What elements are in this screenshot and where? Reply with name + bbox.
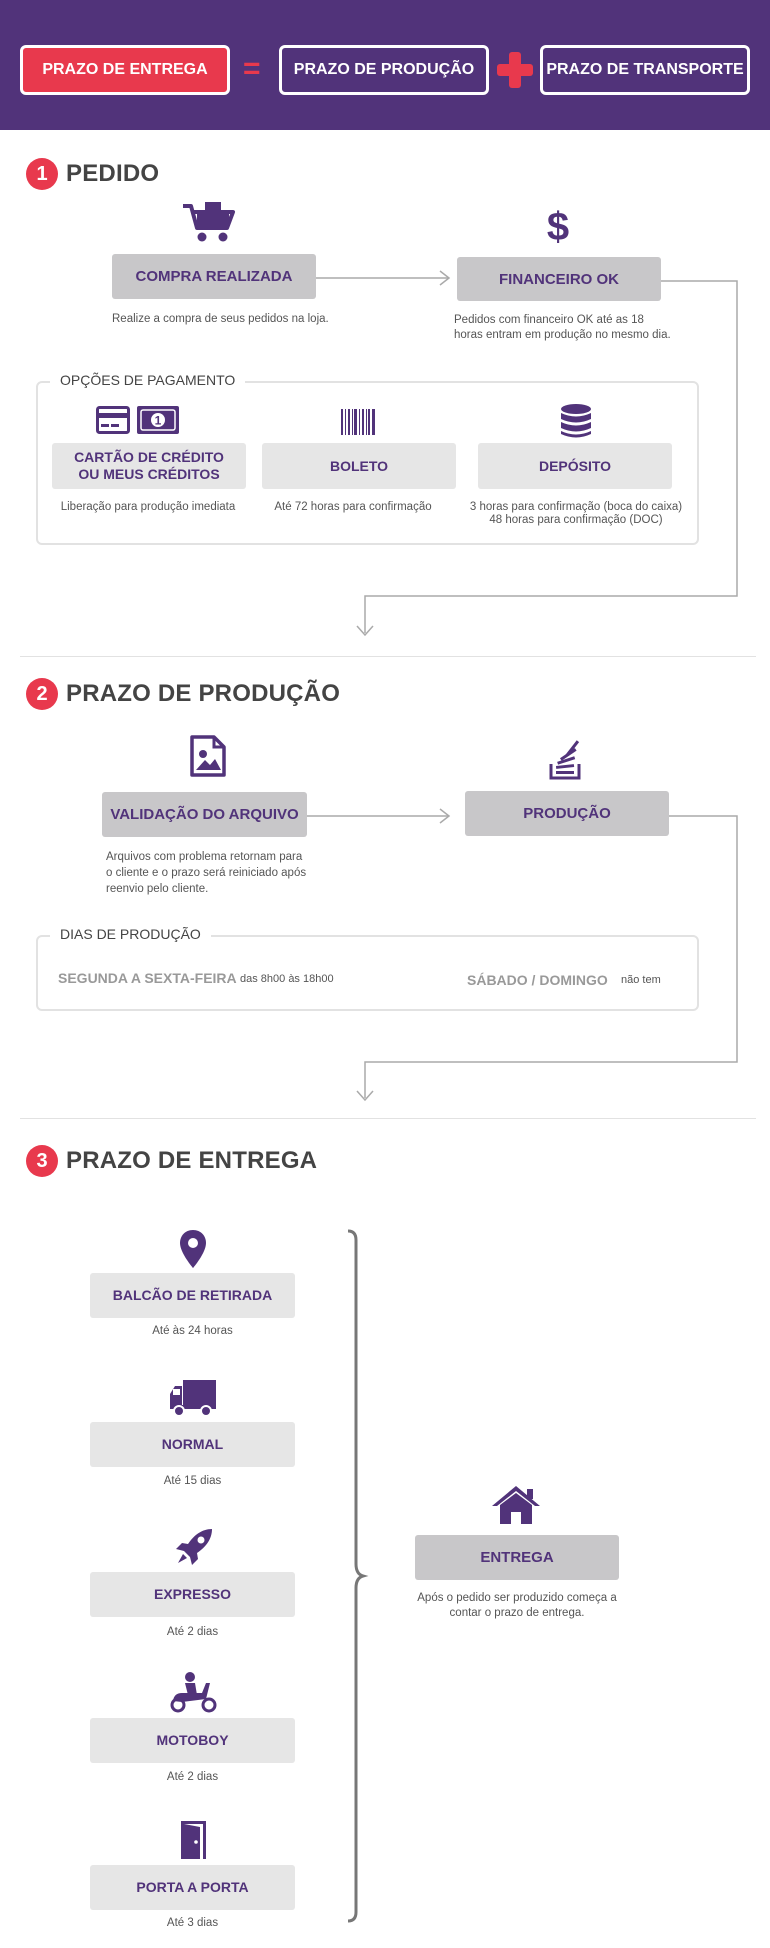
validacao-arquivo-desc: Arquivos com problema retornam para o cl…	[106, 851, 307, 895]
plus-icon	[496, 51, 534, 89]
production-days-panel: DIAS DE PRODUÇÃO	[36, 926, 699, 1011]
option-porta-a-porta: PORTA A PORTA	[90, 1865, 295, 1910]
svg-text:$: $	[547, 206, 569, 246]
grouping-brace	[347, 1229, 369, 1923]
compra-realizada-box: COMPRA REALIZADA	[112, 254, 316, 299]
barcode-icon	[341, 409, 375, 435]
door-icon	[180, 1820, 208, 1860]
section-1-number: 1	[26, 158, 58, 190]
header-prazo-entrega: PRAZO DE ENTREGA	[20, 45, 230, 95]
cash-icon: 1	[137, 406, 179, 434]
section-2-connectors	[307, 808, 738, 1102]
image-file-icon	[190, 735, 226, 777]
deposito-desc-1: 3 horas para confirmação (boca do caixa)	[469, 501, 683, 513]
cartao-credito-line2: OU MEUS CRÉDITOS	[78, 466, 220, 482]
truck-icon	[169, 1378, 217, 1418]
payment-options-panel: OPÇÕES DE PAGAMENTO	[36, 372, 699, 545]
header-prazo-producao: PRAZO DE PRODUÇÃO	[279, 45, 489, 95]
validacao-arquivo-box: VALIDAÇÃO DO ARQUIVO	[102, 792, 307, 837]
production-days-title: DIAS DE PRODUÇÃO	[50, 926, 211, 942]
scooter-icon	[168, 1671, 218, 1713]
compra-realizada-desc: Realize a compra de seus pedidos na loja…	[112, 313, 329, 325]
entrega-desc: Após o pedido ser produzido começa a con…	[417, 1592, 617, 1619]
cartao-credito-desc: Liberação para produção imediata	[60, 501, 236, 513]
coins-icon	[560, 403, 592, 439]
option-motoboy: MOTOBOY	[90, 1718, 295, 1763]
payment-options-title: OPÇÕES DE PAGAMENTO	[50, 372, 246, 388]
option-normal: NORMAL	[90, 1422, 295, 1467]
house-icon	[491, 1484, 541, 1526]
cartao-credito-box: CARTÃO DE CRÉDITO OU MEUS CRÉDITOS	[52, 443, 246, 489]
option-motoboy-time: Até 2 dias	[166, 1771, 219, 1783]
svg-text:1: 1	[155, 414, 162, 428]
weekend-label: SÁBADO / DOMINGO	[467, 972, 608, 988]
producao-box: PRODUÇÃO	[465, 791, 669, 836]
option-balcao-retirada: BALCÃO DE RETIRADA	[90, 1273, 295, 1318]
option-expresso-time: Até 2 dias	[166, 1626, 219, 1638]
equals-sign: =	[243, 52, 261, 85]
divider-2	[20, 1118, 756, 1119]
cart-icon	[181, 200, 237, 244]
deposito-box: DEPÓSITO	[478, 443, 672, 489]
entrega-box: ENTREGA	[415, 1535, 619, 1580]
weekend-hours: não tem	[621, 974, 661, 986]
section-2-number: 2	[26, 678, 58, 710]
map-pin-icon	[179, 1229, 207, 1269]
section-2-title: PRAZO DE PRODUÇÃO	[66, 680, 341, 707]
weekdays-label: SEGUNDA A SEXTA-FEIRA	[58, 970, 237, 986]
stack-icon	[549, 738, 583, 780]
dollar-icon: $	[545, 206, 571, 246]
section-1-title: PEDIDO	[66, 160, 160, 187]
header-prazo-transporte: PRAZO DE TRANSPORTE	[540, 45, 750, 95]
deposito-desc-2: 48 horas para confirmação (DOC)	[489, 514, 663, 526]
cartao-credito-line1: CARTÃO DE CRÉDITO	[74, 449, 224, 465]
credit-card-icon	[96, 406, 130, 434]
divider-1	[20, 656, 756, 657]
rocket-icon	[174, 1527, 214, 1567]
boleto-box: BOLETO	[262, 443, 456, 489]
section-3-title: PRAZO DE ENTREGA	[66, 1147, 318, 1174]
weekdays-hours: das 8h00 às 18h00	[240, 973, 334, 985]
financeiro-ok-box: FINANCEIRO OK	[457, 257, 661, 301]
section-3-number: 3	[26, 1145, 58, 1177]
option-normal-time: Até 15 dias	[163, 1475, 222, 1487]
option-expresso: EXPRESSO	[90, 1572, 295, 1617]
boleto-desc: Até 72 horas para confirmação	[274, 501, 432, 513]
option-porta-time: Até 3 dias	[166, 1917, 219, 1929]
option-balcao-time: Até às 24 horas	[152, 1325, 233, 1337]
financeiro-ok-desc: Pedidos com financeiro OK até as 18 hora…	[454, 314, 671, 341]
header-banner: PRAZO DE ENTREGA = PRAZO DE PRODUÇÃO PRA…	[0, 0, 770, 130]
section-1-connectors	[316, 270, 738, 637]
